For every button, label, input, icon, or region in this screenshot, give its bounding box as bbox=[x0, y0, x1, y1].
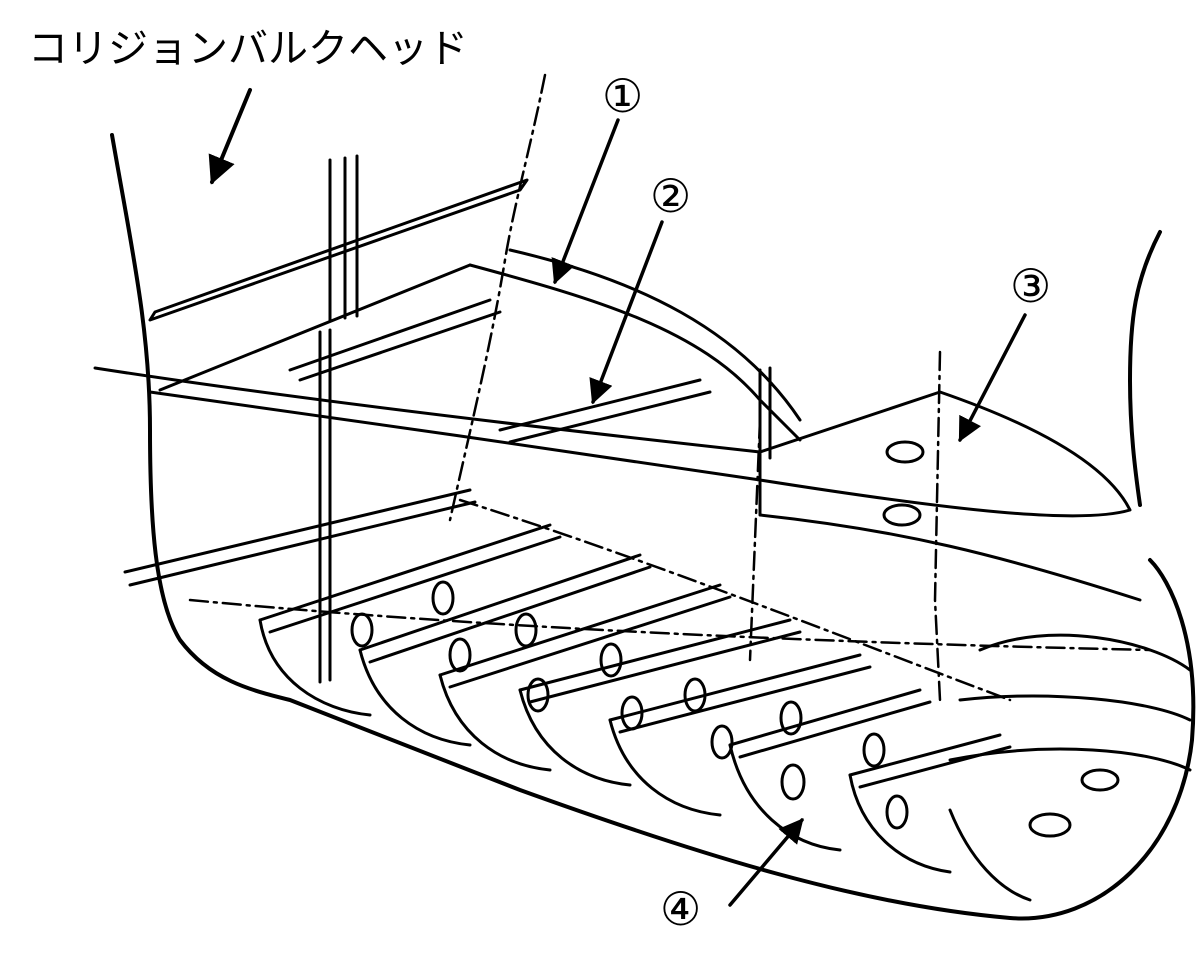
callout-3: ③ bbox=[958, 259, 1051, 443]
callout-2-label: ② bbox=[650, 169, 691, 223]
callout-1-label: ① bbox=[602, 69, 643, 123]
callout-1-arrow bbox=[551, 118, 620, 285]
callout-1: ① bbox=[551, 69, 643, 285]
callout-3-label: ③ bbox=[1010, 259, 1051, 313]
callout-4-label: ④ bbox=[660, 882, 701, 936]
collision-bulkhead-title: コリジョンバルクヘッド bbox=[28, 26, 468, 72]
bottom-frames bbox=[123, 328, 1192, 902]
lightening-holes bbox=[350, 440, 1120, 838]
callout-2: ② bbox=[589, 169, 691, 405]
hull-outline bbox=[110, 133, 1196, 921]
callout-4: ④ bbox=[660, 818, 804, 936]
collision-bulkhead-arrow bbox=[208, 88, 252, 185]
callout-2-arrow bbox=[589, 220, 664, 405]
upper-deck-structure bbox=[93, 154, 1142, 602]
callout-4-arrow bbox=[728, 818, 804, 907]
callout-3-arrow bbox=[958, 313, 1027, 443]
